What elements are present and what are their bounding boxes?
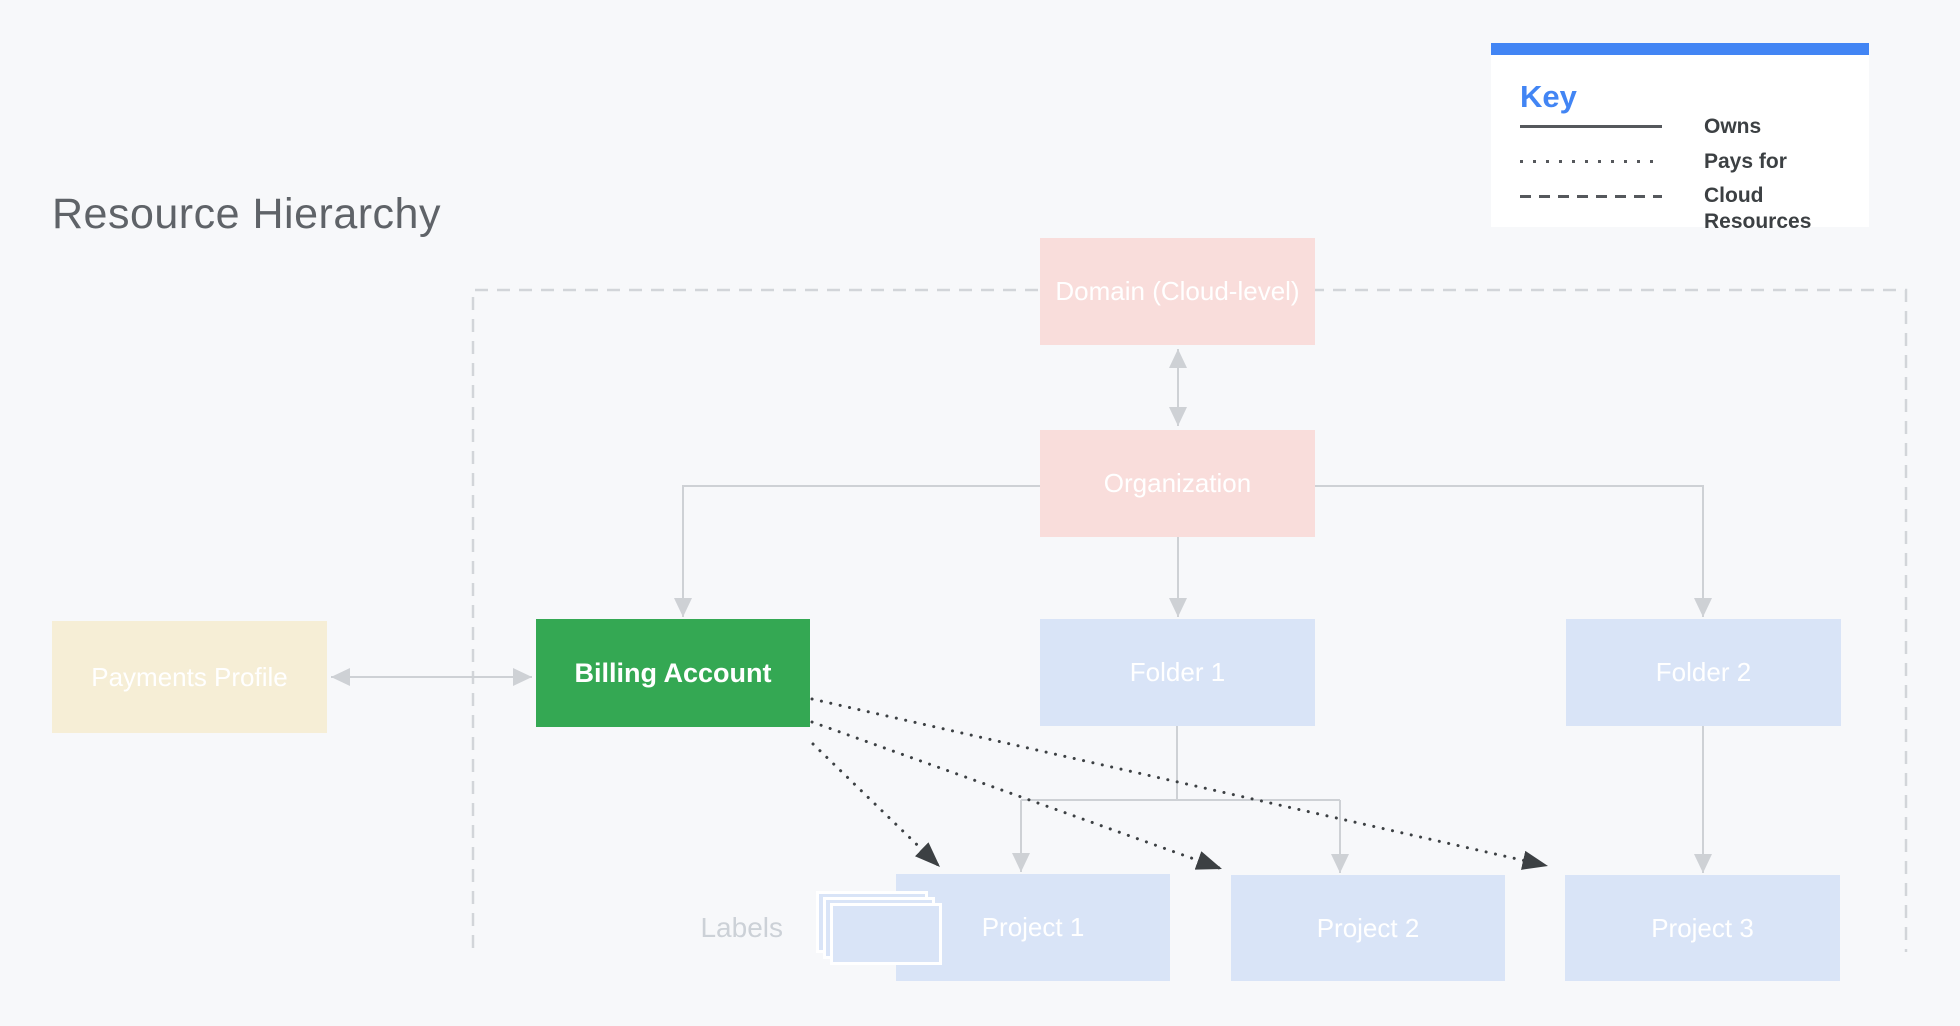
edge-billing-paysfor-project2 [810, 720, 1224, 871]
node-project-1-label: Project 1 [981, 912, 1085, 942]
node-folder-1-label: Folder 1 [1129, 657, 1226, 687]
key-title: Key [1520, 79, 1577, 114]
key-label-cloudresources: Cloud Resources [1704, 184, 1812, 233]
edge-billing-paysfor-project3 [810, 697, 1550, 870]
node-billing-account-label: Billing Account [574, 657, 772, 688]
node-project-2: Project 2 [1231, 875, 1505, 981]
page-title: Resource Hierarchy [52, 190, 441, 238]
key-accent-bar [1491, 43, 1869, 55]
node-payments-profile-label: Payments Profile [91, 661, 288, 692]
labels-stack-icon [816, 891, 946, 971]
key-sample-paysfor-line [1520, 160, 1662, 163]
node-project-3: Project 3 [1565, 875, 1840, 981]
label-card-front [830, 903, 942, 965]
edge-folder1-branch [1021, 726, 1340, 801]
key-sample-cloudresources-line [1520, 195, 1662, 198]
labels-caption: Labels [700, 912, 783, 943]
node-organization: Organization [1040, 430, 1315, 537]
key-panel: Key Owns Pays for Cloud Resources [1491, 43, 1869, 233]
node-payments-profile: Payments Profile [52, 621, 327, 733]
edge-organization-billing [674, 485, 1040, 617]
node-project-3-label: Project 3 [1651, 912, 1754, 943]
node-folder-1: Folder 1 [1040, 619, 1315, 726]
key-sample-owns-line [1520, 125, 1662, 128]
node-domain-label: Domain (Cloud-level) [1055, 276, 1300, 306]
node-folder-2: Folder 2 [1566, 619, 1841, 726]
key-label-paysfor: Pays for [1704, 150, 1787, 173]
edge-organization-folder2 [1315, 485, 1712, 617]
node-project-2-label: Project 2 [1316, 912, 1420, 943]
node-billing-account: Billing Account [536, 619, 810, 727]
edge-billing-paysfor-project1 [811, 742, 942, 869]
node-domain: Domain (Cloud-level) [1040, 238, 1315, 345]
node-folder-2-label: Folder 2 [1655, 657, 1752, 687]
node-organization-label: Organization [1103, 468, 1252, 498]
key-label-owns: Owns [1704, 115, 1762, 138]
